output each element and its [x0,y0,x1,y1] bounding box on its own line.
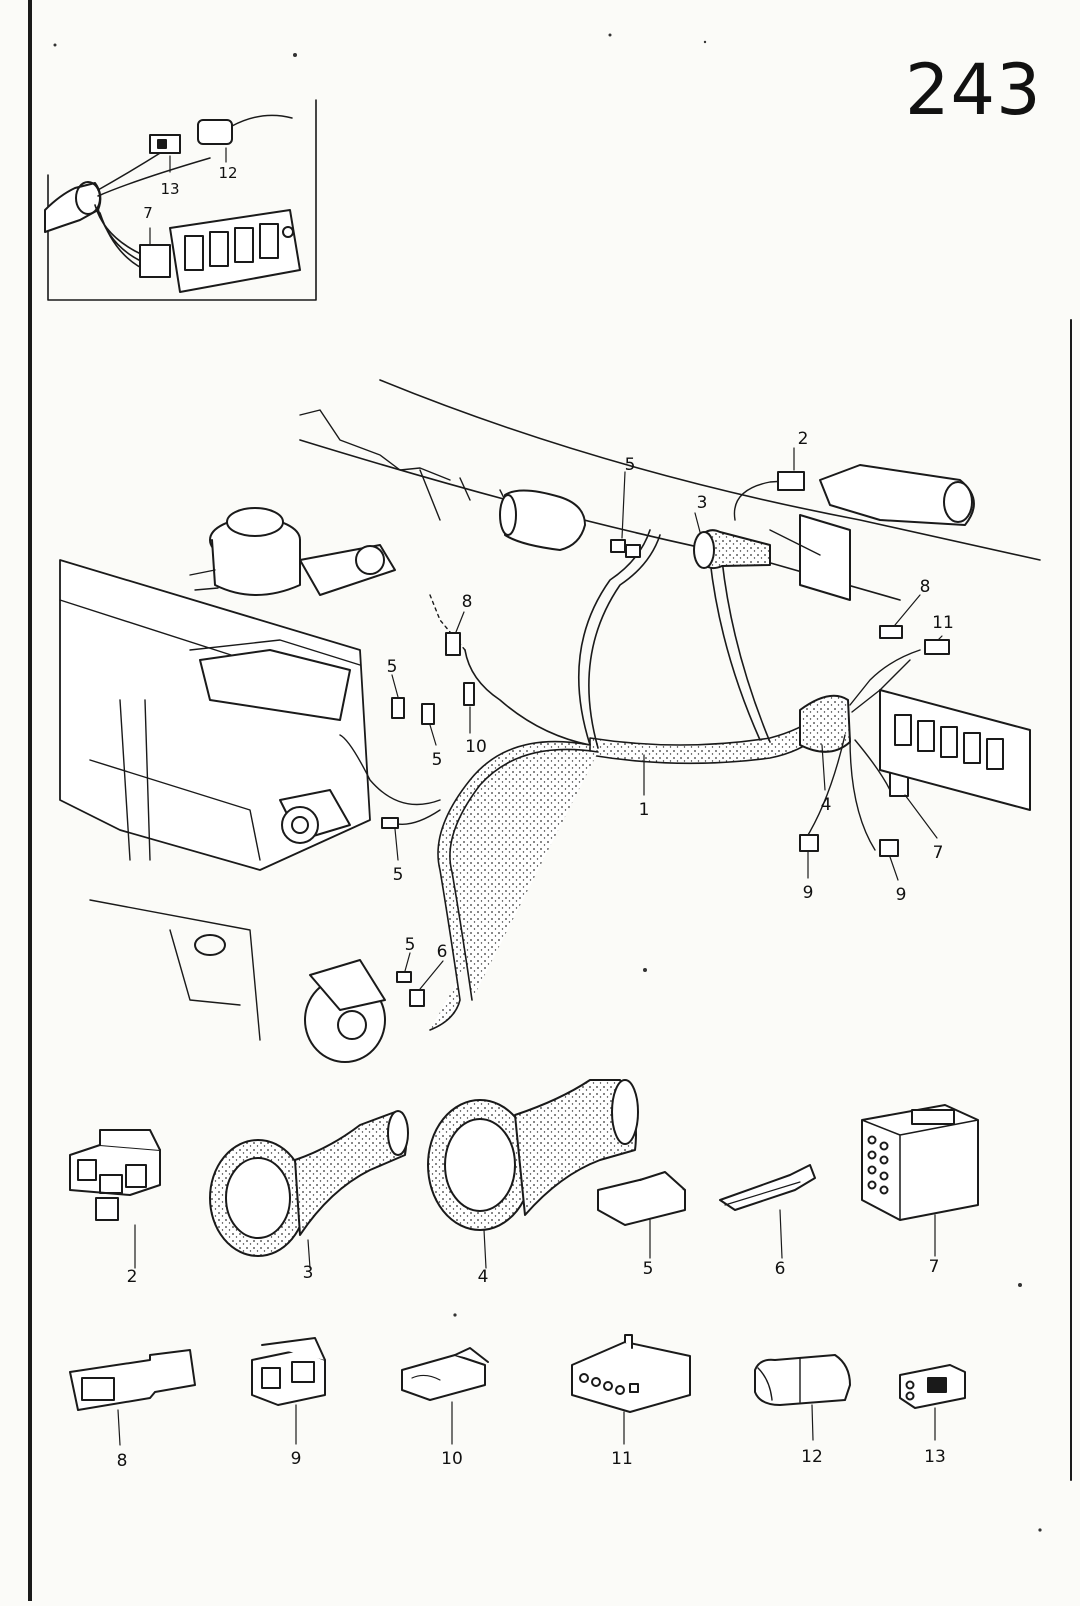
callout-1: 1 [639,800,650,820]
part-5-spade-connector [597,1171,686,1259]
part-3-grommet [209,1110,409,1269]
inset-callout-12: 12 [218,164,237,182]
part-label-5: 5 [643,1259,654,1279]
part-label-4: 4 [478,1267,489,1287]
callout-3: 3 [697,493,708,513]
harness-connectors [381,471,1031,1007]
part-10-connector [401,1347,489,1445]
callout-5-lower: 5 [432,750,443,770]
inset-callout-13: 13 [160,180,179,198]
inset-detail: 13 12 7 [44,99,317,301]
part-13-connector [899,1364,966,1441]
part-label-8: 8 [117,1451,128,1471]
part-4-grommet [427,1079,639,1269]
callout-5-bottom: 5 [405,935,416,955]
parts-row-2-labels: 8 9 10 11 12 13 [117,1447,946,1471]
inset-callout-7: 7 [143,204,153,222]
main-leader-lines [391,447,943,990]
part-label-12: 12 [801,1447,823,1467]
part-label-6: 6 [775,1259,786,1279]
page-number: 243 [905,49,1042,131]
callout-7: 7 [933,843,944,863]
part-7-multipin-block [861,1104,979,1257]
callout-5-coil: 5 [393,865,404,885]
part-label-2: 2 [127,1267,138,1287]
parts-row-1-labels: 2 3 4 5 6 7 [127,1257,940,1287]
wiring-harness [339,479,921,1031]
part-label-13: 13 [924,1447,946,1467]
callout-5: 5 [625,455,636,475]
part-11-terminal-block [571,1334,691,1445]
part-label-3: 3 [303,1263,314,1283]
part-9-connector [251,1337,326,1445]
part-label-9: 9 [291,1449,302,1469]
part-8-housing [69,1349,196,1446]
callout-8: 8 [462,592,473,612]
callout-10: 10 [465,737,487,757]
callout-9-right: 9 [896,885,907,905]
callout-2: 2 [798,429,809,449]
callout-9-left: 9 [803,883,814,903]
callout-4: 4 [821,795,832,815]
part-12-connector [754,1354,851,1441]
part-label-7: 7 [929,1257,940,1277]
part-2-connector [69,1129,161,1269]
callout-5-left: 5 [387,657,398,677]
main-callouts: 2 5 3 8 8 11 5 5 10 1 4 7 9 9 5 5 6 [387,429,954,962]
part-6-blade-terminal [719,1164,816,1259]
callout-11: 11 [932,613,954,633]
callout-6: 6 [437,942,448,962]
scan-specks [53,33,1042,1532]
callout-8-right: 8 [920,577,931,597]
part-label-11: 11 [611,1449,633,1469]
part-label-10: 10 [441,1449,463,1469]
